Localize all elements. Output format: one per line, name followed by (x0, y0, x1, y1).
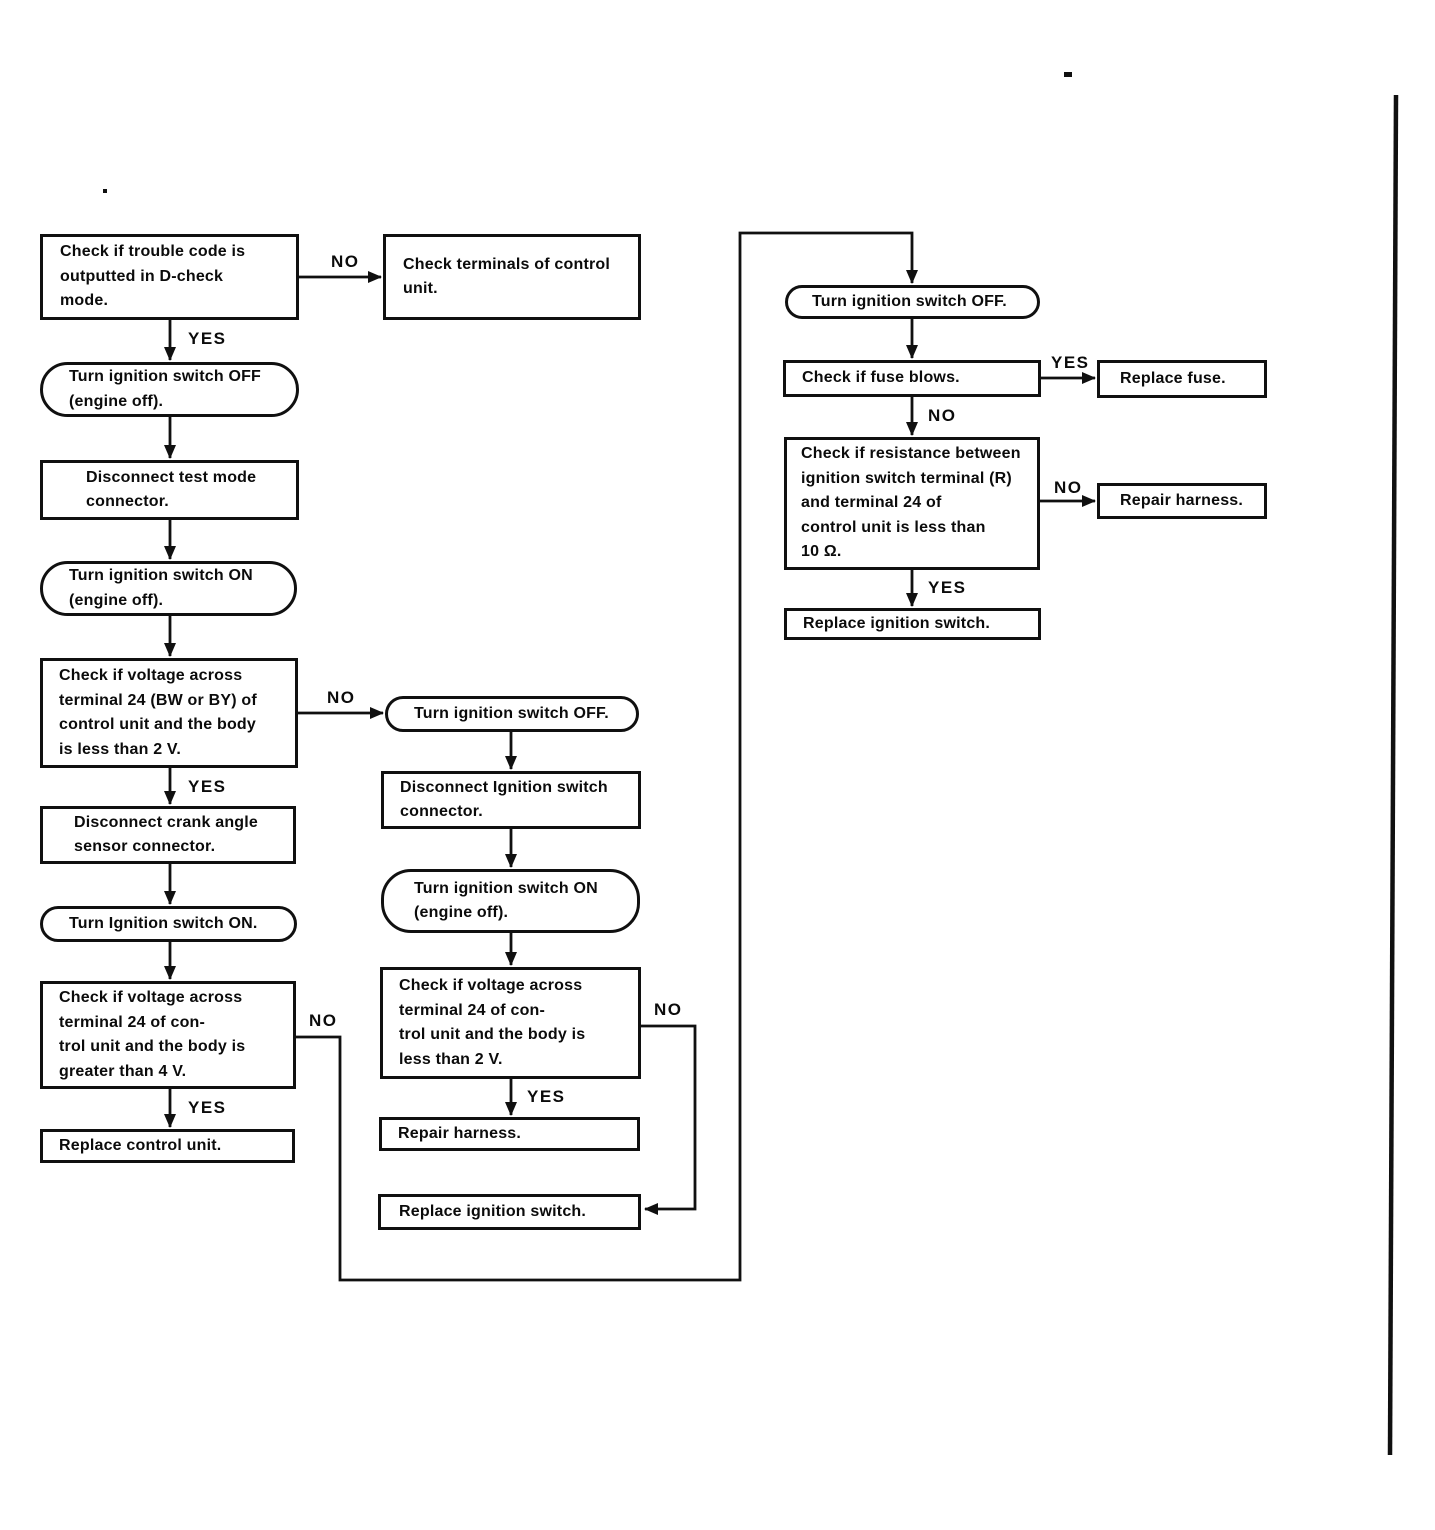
decision-label-no-trouble-code: NO (331, 252, 360, 271)
flow-node-text: is less than 2 V. (59, 740, 181, 758)
flow-node-text: Check if resistance between (801, 445, 1021, 463)
flow-node-check-trouble-code: Check if trouble code is outputted in D-c… (40, 234, 299, 320)
flow-node-text: Replace fuse. (1120, 369, 1226, 387)
flow-node-text: (engine off). (69, 392, 164, 410)
flow-node-text: Replace control unit. (59, 1136, 222, 1154)
decision-label-no-resistance: NO (1054, 478, 1083, 497)
decision-label-yes-less-2v-mid: YES (527, 1087, 566, 1106)
decision-label-no-fuse-blows: NO (928, 406, 957, 425)
flow-node-text: connector. (86, 493, 169, 510)
flow-node-text: mode. (60, 292, 109, 310)
connector-check-4v-no-loop-to-right-col (296, 231, 918, 1282)
decision-label-yes-voltage-bw-by: YES (188, 777, 227, 796)
flow-node-replace-control-unit: Replace control unit. (40, 1129, 295, 1163)
flow-node-text: Turn ignition switch OFF. (414, 704, 609, 722)
flow-node-text: 10 Ω. (801, 543, 842, 561)
flow-node-repair-harness-right: Repair harness. (1097, 483, 1267, 519)
flow-node-disconnect-ignition-switch-connector: Disconnect Ignition switch connector. (381, 771, 641, 829)
flow-node-turn-ignition-off-mid: Turn ignition switch OFF. (385, 696, 639, 732)
page-edge-rule (1387, 94, 1399, 1456)
flow-node-text: trol unit and the body is (399, 1026, 586, 1043)
flow-node-replace-ignition-switch-right: Replace ignition switch. (784, 608, 1041, 640)
flow-node-text: terminal 24 of con- (59, 1013, 206, 1031)
decision-label-yes-resistance: YES (928, 578, 967, 597)
flow-node-text: control unit and the body (59, 716, 256, 733)
flow-node-text: trol unit and the body is (59, 1038, 246, 1055)
flow-node-check-resistance-terminal-r: Check if resistance between ignition swit… (784, 437, 1040, 570)
flow-node-text: (engine off). (414, 904, 509, 921)
flow-node-text: terminal 24 (BW or BY) of (59, 691, 257, 709)
decision-label-no-greater-4v: NO (309, 1011, 338, 1030)
decision-label-no-less-2v-mid: NO (654, 1000, 683, 1019)
flow-node-turn-ignition-on-engine-off-mid: Turn ignition switch ON (engine off). (381, 869, 640, 933)
flow-node-text: outputted in D-check (60, 267, 224, 285)
flow-node-text: Replace ignition switch. (803, 614, 991, 632)
flow-node-text: Check if voltage across (399, 977, 583, 994)
flow-node-text: Check terminals of control (403, 255, 611, 273)
flow-node-check-voltage-terminal24-bw-by: Check if voltage across terminal 24 (BW o… (40, 658, 298, 768)
flow-node-text: Disconnect Ignition switch (400, 778, 608, 796)
flow-node-text: Turn ignition switch ON (69, 567, 253, 584)
flow-node-text: unit. (403, 280, 438, 297)
flow-node-check-voltage-less-2v-mid: Check if voltage across terminal 24 of co… (380, 967, 641, 1079)
flow-node-disconnect-test-mode-connector: Disconnect test mode connector. (40, 460, 299, 520)
flow-node-turn-ignition-on-engine-off-left: Turn ignition switch ON (engine off). (40, 561, 297, 616)
scan-speck-2 (103, 189, 107, 193)
decision-label-yes-greater-4v: YES (188, 1098, 227, 1117)
decision-label-yes-trouble-code: YES (188, 329, 227, 348)
scan-speck-1 (1064, 72, 1072, 77)
flow-node-disconnect-crank-angle-sensor: Disconnect crank angle sensor connector. (40, 806, 296, 864)
flow-node-text: Turn ignition switch OFF (69, 368, 262, 385)
flow-node-turn-ignition-off-right: Turn ignition switch OFF. (785, 285, 1040, 319)
flow-node-text: Turn ignition switch ON (414, 879, 598, 897)
decision-label-yes-fuse-blows: YES (1051, 353, 1090, 372)
flow-node-text: ignition switch terminal (R) (801, 469, 1012, 487)
flow-node-text: control unit is less than (801, 518, 986, 536)
flow-node-text: Disconnect crank angle (74, 813, 259, 831)
flow-node-text: connector. (400, 803, 483, 820)
flow-node-turn-ignition-off-engine-off: Turn ignition switch OFF (engine off). (40, 362, 299, 417)
flow-node-text: Check if voltage across (59, 667, 243, 684)
flow-node-check-terminals-of-control-unit: Check terminals of control unit. (383, 234, 641, 320)
flow-node-check-voltage-greater-4v: Check if voltage across terminal 24 of co… (40, 981, 296, 1089)
flow-node-text: Check if fuse blows. (802, 369, 960, 387)
flow-node-check-if-fuse-blows: Check if fuse blows. (783, 360, 1041, 397)
flow-node-text: terminal 24 of con- (399, 1001, 546, 1019)
flow-node-text: Repair harness. (398, 1124, 522, 1142)
flow-node-text: less than 2 V. (399, 1050, 503, 1068)
flow-node-text: greater than 4 V. (59, 1062, 187, 1080)
flow-node-text: Turn Ignition switch ON. (69, 914, 258, 932)
flow-node-text: Repair harness. (1120, 491, 1244, 509)
flow-node-text: Check if trouble code is (60, 243, 246, 261)
flow-node-text: Turn ignition switch OFF. (812, 292, 1007, 310)
flow-node-turn-ignition-on-short: Turn Ignition switch ON. (40, 906, 297, 942)
flow-node-text: Disconnect test mode (86, 468, 257, 486)
flow-node-repair-harness-mid: Repair harness. (379, 1117, 640, 1151)
flow-node-text: and terminal 24 of (801, 494, 942, 512)
flow-node-text: (engine off). (69, 591, 164, 609)
connector-mid-check-2v-no-loop-to-replace (641, 1024, 697, 1215)
flow-node-text: sensor connector. (74, 838, 216, 855)
flow-node-text: Replace ignition switch. (399, 1202, 587, 1220)
flow-node-replace-fuse: Replace fuse. (1097, 360, 1267, 398)
flow-node-replace-ignition-switch-mid: Replace ignition switch. (378, 1194, 641, 1230)
flow-node-text: Check if voltage across (59, 989, 243, 1006)
decision-label-no-voltage-bw-by: NO (327, 688, 356, 707)
